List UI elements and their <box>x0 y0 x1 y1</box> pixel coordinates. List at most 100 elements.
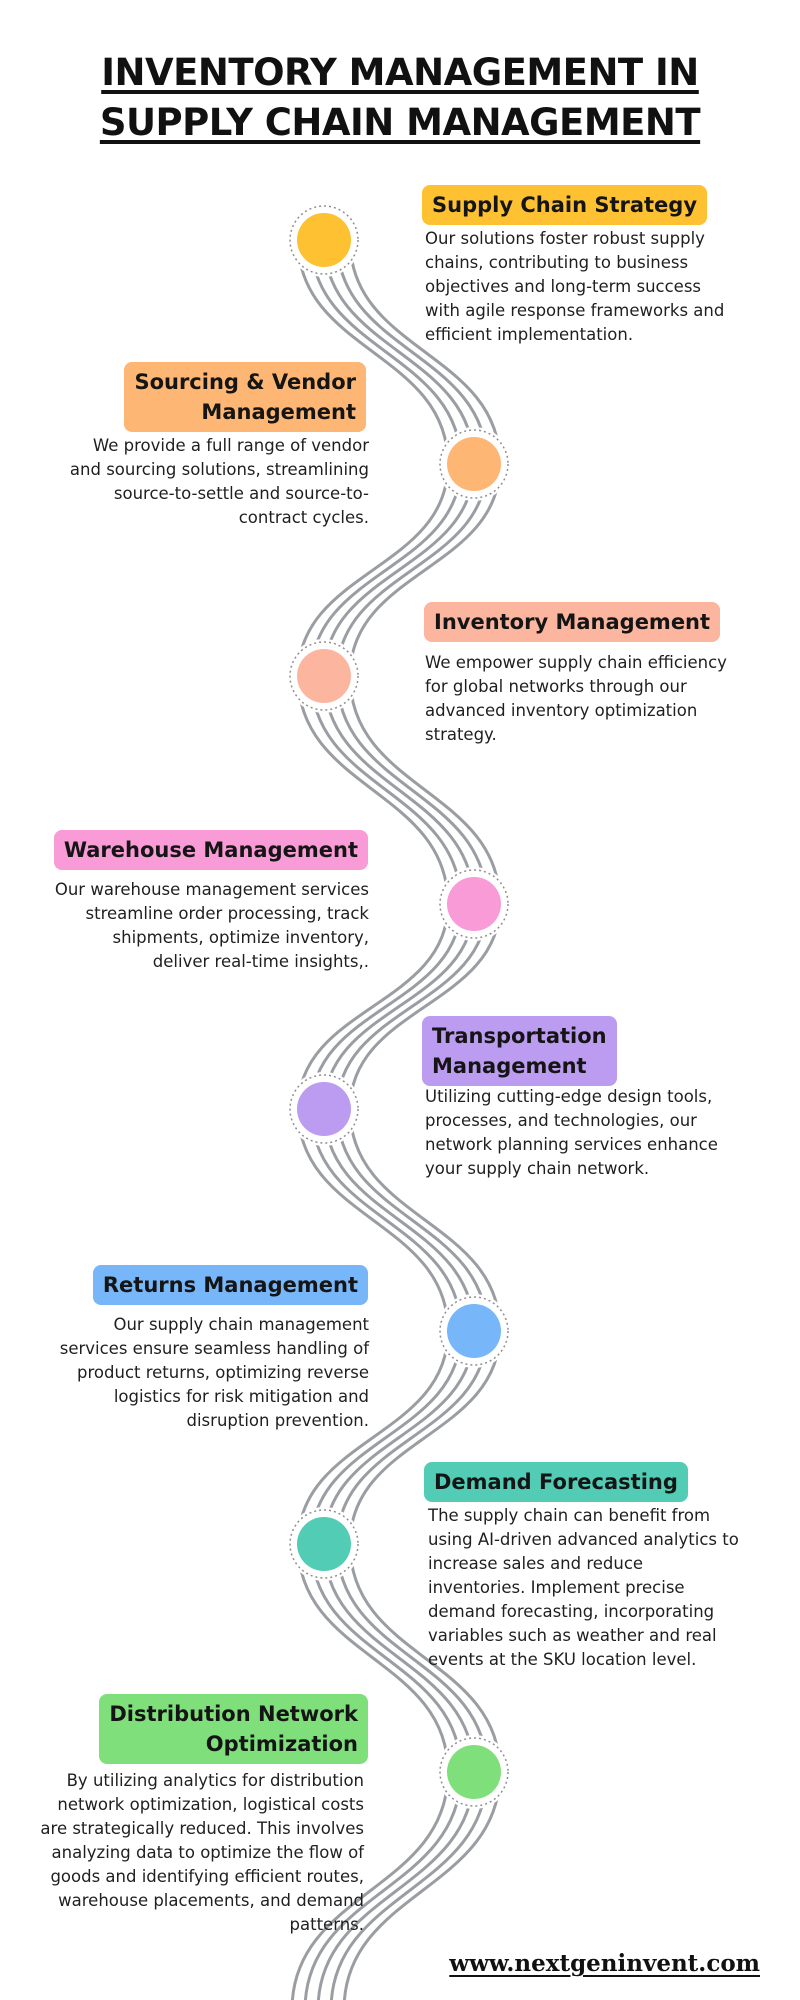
road-lane <box>291 1770 450 2000</box>
desc-line: your supply chain network. <box>425 1159 650 1178</box>
road-lane <box>309 238 463 466</box>
road-lane <box>322 1329 476 1546</box>
desc-line: By utilizing analytics for distribution <box>66 1771 364 1790</box>
desc-line: services ensure seamless handling of <box>59 1339 369 1358</box>
step-2-title: Sourcing & Vendor Management <box>124 362 366 432</box>
desc-line: efficient implementation. <box>425 325 634 344</box>
desc-line: logistics for risk mitigation and <box>113 1387 369 1406</box>
road-lane <box>348 1107 502 1333</box>
desc-line: disruption prevention. <box>186 1411 370 1430</box>
road-lane <box>309 1107 463 1333</box>
road-lane <box>296 462 450 678</box>
desc-line: network optimization, logistical costs <box>57 1795 364 1814</box>
desc-line: objectives and long-term success <box>425 277 702 296</box>
desc-line: goods and identifying efficient routes, <box>50 1867 364 1886</box>
desc-line: streamline order processing, track <box>85 904 370 923</box>
road-lane <box>335 674 489 906</box>
step-4-marker-ring <box>439 869 509 939</box>
step-8-title-line: Optimization <box>205 1732 358 1756</box>
desc-line: Utilizing cutting-edge design tools, <box>425 1087 713 1106</box>
road-lane <box>296 238 450 466</box>
step-markers <box>287 203 511 1809</box>
desc-line: inventories. Implement precise <box>428 1578 685 1597</box>
step-5-description: Utilizing cutting-edge design tools, pro… <box>425 1085 718 1181</box>
desc-line: chains, contributing to business <box>425 253 689 272</box>
desc-line: Our solutions foster robust supply <box>425 229 705 248</box>
road-lane <box>330 1770 489 2000</box>
step-1-marker-ring <box>289 205 359 275</box>
road-lane <box>296 902 450 1111</box>
step-7-title: Demand Forecasting <box>424 1462 688 1502</box>
road-lane <box>296 674 450 906</box>
step-2-description: We provide a full range of vendor and so… <box>70 434 369 530</box>
step-6-marker <box>447 1304 501 1358</box>
step-1-marker <box>297 213 351 267</box>
road-lane <box>343 1770 502 2000</box>
road-lane <box>348 674 502 906</box>
step-5-title-line: Transportation <box>432 1024 607 1048</box>
step-1-description: Our solutions foster robust supply chain… <box>425 227 724 347</box>
title-line-2: SUPPLY CHAIN MANAGEMENT <box>99 101 701 144</box>
step-2-title-line: Sourcing & Vendor <box>134 370 356 394</box>
step-4-title: Warehouse Management <box>53 830 368 870</box>
desc-line: source-to-settle and source-to- <box>113 484 369 503</box>
step-3-marker-ring <box>289 641 359 711</box>
desc-line: using AI-driven advanced analytics to <box>428 1530 739 1549</box>
desc-line: are strategically reduced. This involves <box>40 1819 364 1838</box>
desc-line: deliver real-time insights,. <box>152 952 369 971</box>
step-8-title: Distribution Network Optimization <box>99 1694 368 1764</box>
website-link[interactable]: www.nextgeninvent.com <box>449 1950 760 1977</box>
step-4-description: Our warehouse management services stream… <box>55 878 369 974</box>
road-lanes <box>291 238 502 2000</box>
road-lane <box>309 1542 463 1774</box>
desc-line: We empower supply chain efficiency <box>425 653 727 672</box>
road-lane <box>348 238 502 466</box>
road-lane <box>322 674 476 906</box>
title-line-1: INVENTORY MANAGEMENT IN <box>101 51 699 94</box>
desc-line: Our supply chain management <box>113 1315 369 1334</box>
step-6-marker-ring <box>439 1296 509 1366</box>
step-3-title-line: Inventory Management <box>434 610 711 634</box>
road-lane <box>335 1542 489 1774</box>
step-4-title-line: Warehouse Management <box>63 838 358 862</box>
road-lane <box>309 1329 463 1546</box>
desc-line: processes, and technologies, our <box>425 1111 697 1130</box>
road-lane <box>335 462 489 678</box>
road-lane <box>348 1329 502 1546</box>
step-1-title: Supply Chain Strategy <box>422 185 708 225</box>
step-7-marker-ring <box>289 1509 359 1579</box>
desc-line: We provide a full range of vendor <box>92 436 369 455</box>
road-lane <box>335 238 489 466</box>
desc-line: events at the SKU location level. <box>428 1650 697 1669</box>
step-3-title: Inventory Management <box>424 602 721 642</box>
step-6-description: Our supply chain management services ens… <box>60 1313 369 1433</box>
step-5-title-line: Management <box>432 1054 587 1078</box>
desc-line: The supply chain can benefit from <box>428 1506 711 1525</box>
desc-line: warehouse placements, and demand <box>58 1891 364 1910</box>
page-title: INVENTORY MANAGEMENT IN SUPPLY CHAIN MAN… <box>0 48 800 148</box>
step-6-title-line: Returns Management <box>102 1273 358 1297</box>
desc-line: and sourcing solutions, streamlining <box>69 460 369 479</box>
desc-line: increase sales and reduce <box>428 1554 644 1573</box>
step-5-marker <box>297 1082 351 1136</box>
desc-line: shipments, optimize inventory, <box>112 928 369 947</box>
step-1-title-line: Supply Chain Strategy <box>432 193 698 217</box>
desc-line: variables such as weather and real <box>428 1626 717 1645</box>
step-5-marker-ring <box>289 1074 359 1144</box>
road-lane <box>309 674 463 906</box>
step-3-marker <box>297 649 351 703</box>
road-lane <box>304 1770 463 2000</box>
desc-line: patterns. <box>289 1915 364 1934</box>
step-8-description: By utilizing analytics for distribution … <box>40 1769 364 1937</box>
step-2-title-line: Management <box>201 400 356 424</box>
step-8-marker-ring <box>439 1737 509 1807</box>
road-lane <box>348 902 502 1111</box>
step-4-marker <box>447 877 501 931</box>
road-lane <box>296 1542 450 1774</box>
step-2-marker-ring <box>439 429 509 499</box>
step-7-marker <box>297 1517 351 1571</box>
desc-line: for global networks through our <box>425 677 687 696</box>
road-lane <box>296 1329 450 1546</box>
road-lane <box>322 1542 476 1774</box>
